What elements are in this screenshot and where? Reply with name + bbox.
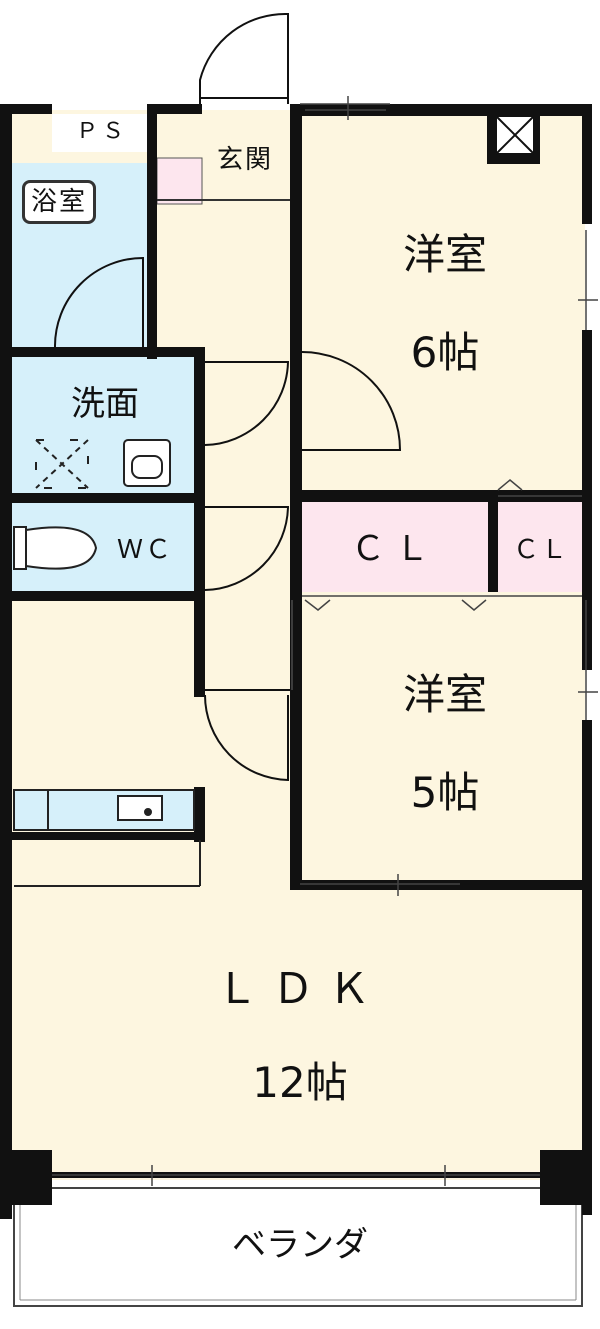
entrance-door-icon — [199, 12, 289, 104]
entrance-label: 玄関 — [216, 145, 273, 175]
ps-label: ＰＳ — [75, 119, 128, 144]
closet2-label: ＣＬ — [512, 535, 569, 565]
washroom-label: 洗面 — [71, 384, 139, 424]
wc-door-icon — [204, 506, 290, 591]
sink-icon — [123, 439, 171, 487]
kitchen-counter-icon — [13, 789, 201, 887]
window-icon — [52, 96, 598, 1186]
bath-door-icon — [53, 256, 144, 348]
washing-machine-icon — [35, 439, 89, 489]
western2-name: 洋室 — [402, 670, 487, 719]
veranda-area — [13, 1187, 583, 1307]
western2-size: 5帖 — [410, 768, 480, 817]
western1-size: 6帖 — [410, 328, 480, 377]
entrance-tile — [156, 157, 203, 205]
western1-name: 洋室 — [402, 230, 487, 279]
ldk-door-icon — [204, 694, 289, 782]
toilet-icon — [13, 526, 98, 570]
closet1-label: ＣＬ — [351, 529, 439, 569]
closet1-floor — [302, 502, 488, 592]
closet2-floor — [497, 502, 583, 592]
ldk-size: 12帖 — [252, 1058, 348, 1107]
washroom-door-icon — [204, 361, 290, 446]
veranda-label: ベランダ — [232, 1225, 368, 1265]
ps-area — [52, 114, 147, 152]
wc-label: ＷＣ — [116, 535, 173, 565]
bath-label: 浴室 — [22, 180, 97, 224]
western1-door-icon — [301, 351, 402, 451]
ldk-name: ＬＤＫ — [215, 964, 384, 1013]
